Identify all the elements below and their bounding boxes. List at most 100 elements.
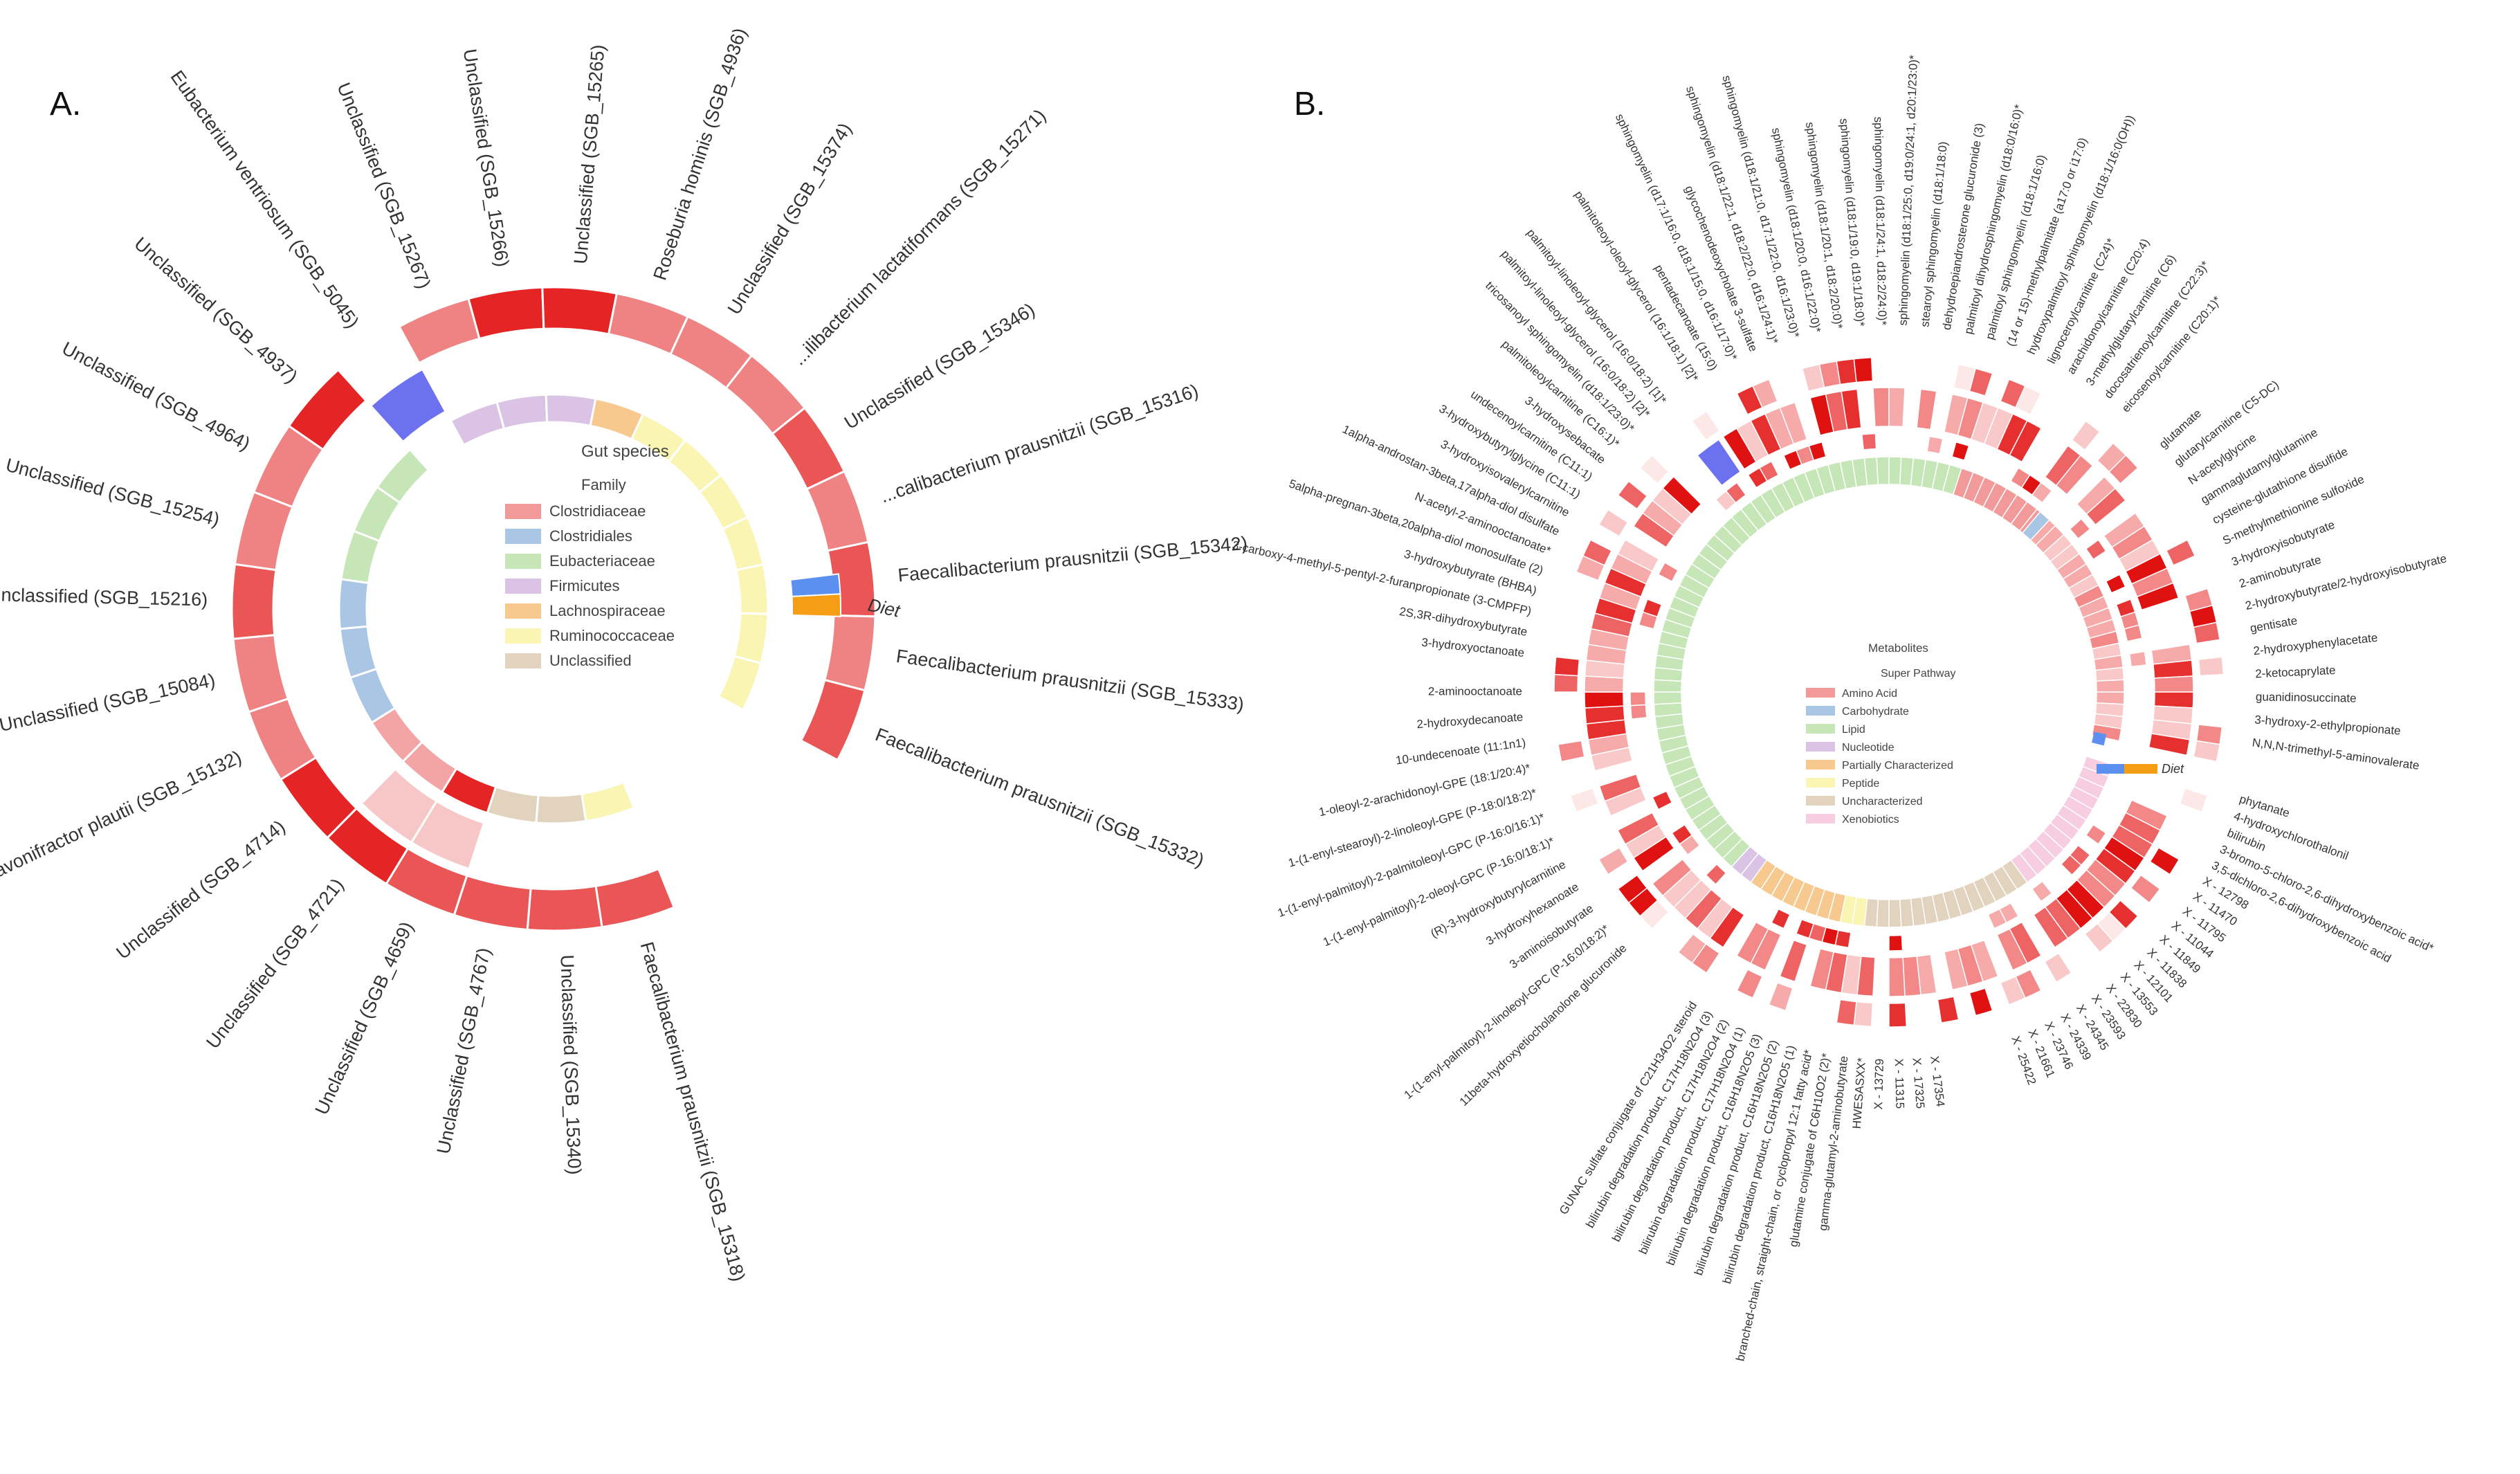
family-ring-segment	[735, 563, 769, 615]
metabolite-label: 3-aminoisobutyrate	[1507, 902, 1596, 971]
heat-ring-segment	[2108, 454, 2139, 484]
species-label: Roseburia hominis (SGB_4936)	[649, 26, 750, 283]
metabolite-label: 3-hydroxyoctanoate	[1421, 636, 1525, 660]
family-ring-segment	[733, 612, 769, 665]
pathway-ring-segment	[2091, 724, 2122, 742]
legend-swatch	[1806, 706, 1835, 716]
legend-entry: Uncharacterized	[1842, 796, 1923, 808]
family-ring-segment	[545, 393, 597, 428]
heat-ring-segment	[1752, 379, 1778, 408]
family-ring-segment	[375, 448, 430, 504]
family-ring-segment	[717, 655, 763, 711]
heat-ring-segment	[1617, 480, 1648, 510]
heat-ring-segment	[2153, 675, 2194, 693]
abundance-ring-segment	[453, 874, 532, 931]
legend-swatch	[1806, 742, 1835, 752]
heat-ring-segment	[2179, 788, 2209, 813]
species-label: Unclassified (SGB_15267)	[333, 80, 435, 291]
heat-ring-segment	[2031, 880, 2053, 902]
pathway-ring-segment	[1876, 456, 1890, 486]
heat-ring-segment	[1661, 475, 1702, 516]
heat-ring-segment	[1736, 968, 1763, 999]
heat-ring-segment	[2060, 854, 2082, 876]
heat-ring-segment	[1616, 812, 1660, 846]
abundance-ring-segment	[230, 563, 277, 640]
legend-entry: Lipid	[1842, 724, 1865, 736]
metabolite-label: N,N,N-trimethyl-5-aminovalerate	[2252, 736, 2420, 772]
heat-ring-segment	[1569, 788, 1599, 813]
abundance-ring-segment	[360, 767, 439, 844]
species-label: Unclassified (SGB_15216)	[0, 584, 208, 610]
heat-ring-segment	[2124, 624, 2143, 642]
legend-entry: Clostridiales	[549, 527, 632, 545]
heat-ring-segment	[2085, 487, 2126, 526]
heat-ring-segment	[1969, 988, 1993, 1017]
heat-ring-segment	[1957, 397, 1984, 440]
heat-ring-segment	[1691, 410, 1720, 441]
heat-ring-segment	[1705, 863, 1727, 885]
diet-block	[2092, 731, 2107, 746]
heat-ring-segment	[1758, 460, 1780, 482]
heat-ring-segment	[1888, 1002, 1908, 1028]
abundance-ring-segment	[541, 286, 619, 336]
legend-entry: Clostridiaceae	[549, 502, 646, 520]
heat-ring-segment	[2193, 621, 2220, 644]
legend-entry: Xenobiotics	[1842, 814, 1899, 826]
heat-ring-segment	[1671, 824, 1693, 845]
pathway-ring-segment	[1888, 456, 1902, 486]
heat-ring-segment	[1836, 999, 1857, 1026]
heat-ring-segment	[1584, 691, 1625, 709]
pathway-ring-segment	[2095, 691, 2125, 705]
abundance-ring-segment	[232, 634, 290, 713]
family-ring-segment	[721, 516, 765, 572]
family-ring-segment	[535, 792, 587, 825]
chart-gut-species: Faecalibacterium prausnitzii (SGB_15318)…	[0, 26, 1248, 1284]
pathway-ring-segment	[2094, 666, 2125, 682]
metabolite-label: gentisate	[2249, 614, 2298, 635]
abundance-ring-segment	[287, 368, 368, 451]
heat-ring-segment	[1943, 948, 1969, 991]
metabolite-label: 3-hydroxy-2-ethylpropionate	[2254, 713, 2402, 737]
heat-ring-segment	[2130, 874, 2161, 904]
heat-ring-segment	[1582, 539, 1613, 566]
pathway-ring-segment	[1653, 702, 1683, 718]
abundance-ring-segment	[823, 614, 877, 692]
pathway-ring-segment	[1863, 456, 1879, 486]
species-label: Unclassified (SGB_4714)	[112, 816, 289, 963]
metabolite-label: 2-hydroxybutyrate/2-hydroxyisobutyrate	[2244, 552, 2448, 612]
metabolite-label: sphingomyelin (d17:1/16:0, d18:1/15:0, d…	[1613, 112, 1740, 363]
legend-swatch	[1806, 796, 1835, 806]
heat-ring-segment	[2071, 420, 2101, 451]
diet-block	[2124, 764, 2157, 774]
heat-ring-segment	[1926, 435, 1944, 455]
species-label: Faecalibacterium prausnitzii (SGB_15318)	[637, 940, 749, 1284]
heat-ring-segment	[1639, 454, 1670, 484]
metabolite-label: 2-aminooctanoate	[1428, 684, 1522, 698]
heat-ring-segment	[1779, 939, 1808, 983]
heat-ring-segment	[2105, 574, 2126, 594]
heat-ring-segment	[2149, 846, 2180, 875]
metabolite-label: X - 17325	[1910, 1057, 1926, 1109]
heat-ring-segment	[2136, 582, 2180, 611]
heat-ring-segment	[2055, 455, 2094, 495]
heat-ring-segment	[1853, 1001, 1874, 1028]
family-ring-segment	[580, 781, 636, 823]
heat-ring-segment	[1598, 773, 1642, 802]
species-label: Flavonifractor plautii (SGB_15132)	[0, 747, 245, 888]
legend-swatch	[505, 529, 541, 544]
legend-swatch	[505, 504, 541, 519]
heat-ring-segment	[1558, 740, 1585, 763]
family-ring-segment	[338, 578, 370, 630]
heat-ring-segment	[2069, 518, 2091, 540]
heat-ring-segment	[1725, 482, 1747, 504]
heat-ring-segment	[1617, 874, 1648, 904]
heat-ring-segment	[2165, 539, 2196, 566]
heat-ring-segment	[1841, 388, 1862, 430]
legend-heading: Metabolites	[1868, 642, 1928, 655]
legend-entry: Lachnospiraceae	[549, 602, 666, 619]
legend-entry: Partially Characterized	[1842, 760, 1953, 772]
species-label: Unclassified (SGB_15254)	[3, 455, 221, 531]
heat-ring-segment	[1735, 921, 1769, 965]
abundance-ring-segment	[397, 297, 481, 365]
